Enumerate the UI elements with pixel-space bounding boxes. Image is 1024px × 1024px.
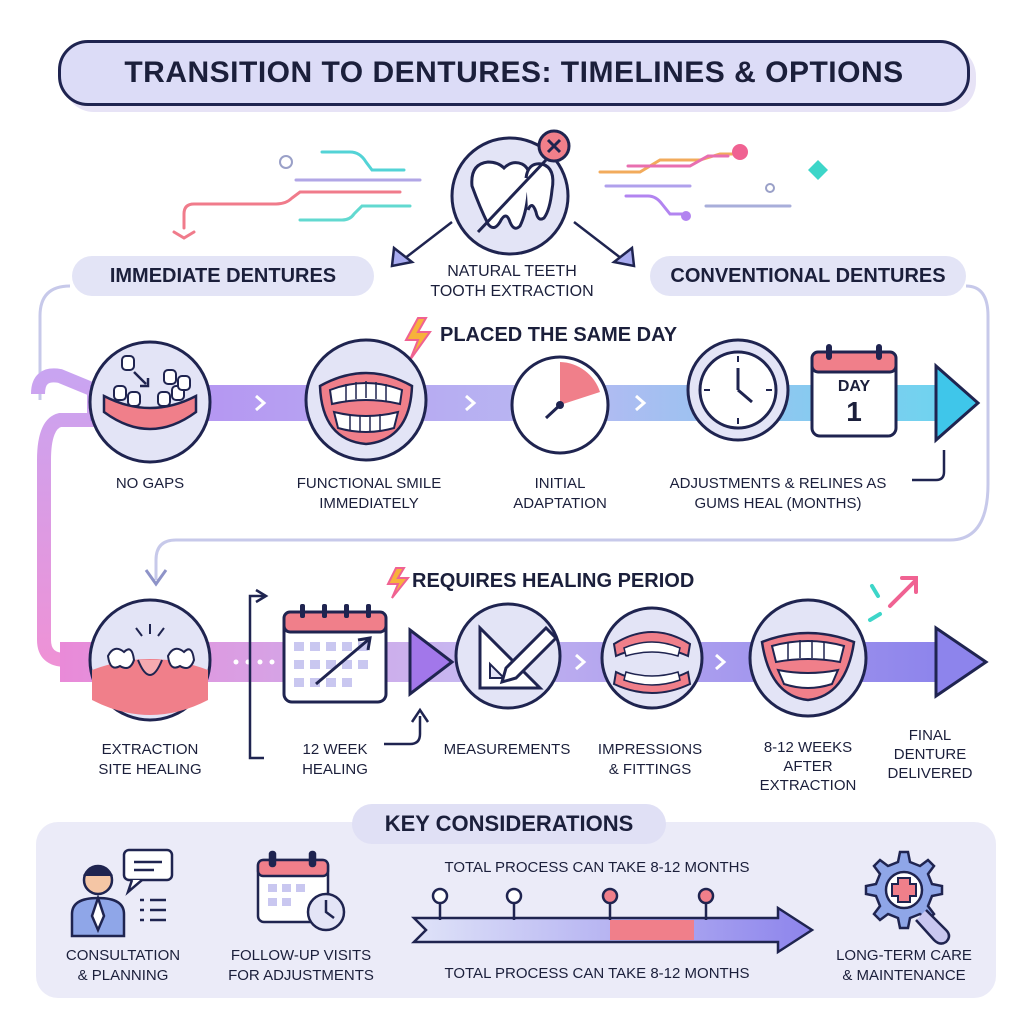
step-12-week-healing: 12 WEEK HEALING bbox=[280, 740, 390, 780]
no-gaps-dentures-icon bbox=[88, 340, 212, 464]
step-healing-line1: 12 WEEK bbox=[302, 741, 368, 758]
step-healing-line2: HEALING bbox=[302, 761, 368, 778]
bracket-arrowhead bbox=[255, 588, 269, 604]
functional-smile-icon bbox=[304, 338, 428, 462]
calendar-day-icon bbox=[810, 344, 898, 438]
decorative-lines bbox=[172, 144, 828, 240]
step-initial-adaptation: INITIAL ADAPTATION bbox=[490, 474, 630, 514]
follow-up-line1: FOLLOW-UP VISITS bbox=[230, 947, 372, 964]
calendar-month-text: DAY bbox=[837, 378, 871, 395]
healing-bracket-right bbox=[384, 716, 422, 746]
left-connector bbox=[38, 284, 71, 400]
step-final-line3: DELIVERED bbox=[887, 765, 973, 782]
final-smile-icon bbox=[748, 598, 868, 718]
lightning-icon bbox=[404, 317, 432, 361]
immediate-dentures-label: IMMEDIATE DENTURES bbox=[109, 264, 337, 287]
maintenance-line2: & MAINTENANCE bbox=[842, 967, 966, 984]
healing-bracket-left bbox=[248, 594, 266, 760]
step-extraction-site-healing: EXTRACTION SITE HEALING bbox=[80, 740, 220, 780]
band-chevrons-bottom bbox=[575, 653, 727, 671]
branch-arrows bbox=[390, 221, 636, 268]
step-adjustments-line1: ADJUSTMENTS & RELINES AS bbox=[669, 475, 887, 492]
step-weeks-line1: 8-12 WEEKS bbox=[763, 739, 853, 756]
maintenance-label: LONG-TERM CARE & MAINTENANCE bbox=[822, 946, 986, 986]
step-8-12-weeks: 8-12 WEEKS AFTER EXTRACTION bbox=[744, 738, 872, 795]
step-initial-adaptation-line2: ADAPTATION bbox=[513, 495, 607, 512]
step-no-gaps-text: NO GAPS bbox=[115, 475, 185, 492]
step-functional-smile-line2: IMMEDIATELY bbox=[319, 495, 419, 512]
step-final-line1: FINAL bbox=[908, 727, 952, 744]
immediate-timeline-arrowhead bbox=[934, 362, 981, 444]
timeline-top-label: TOTAL PROCESS CAN TAKE 8-12 MONTHS bbox=[444, 859, 750, 876]
bracket-arrowhead-up bbox=[410, 707, 430, 723]
key-considerations-title-text: KEY CONSIDERATIONS bbox=[384, 811, 634, 836]
step-weeks-line2: AFTER bbox=[783, 758, 833, 775]
healing-arrowhead bbox=[408, 626, 455, 698]
natural-teeth-label: NATURAL TEETH bbox=[447, 263, 577, 280]
maintenance-line1: LONG-TERM CARE bbox=[836, 947, 972, 964]
immediate-dentures-pill: IMMEDIATE DENTURES bbox=[72, 256, 374, 296]
adaptation-timer-icon bbox=[510, 355, 610, 455]
step-final-line2: DENTURE bbox=[893, 746, 967, 763]
follow-up-line2: FOR ADJUSTMENTS bbox=[228, 967, 374, 984]
page-title-text: TRANSITION TO DENTURES: TIMELINES & OPTI… bbox=[124, 56, 904, 89]
step-functional-smile-line1: FUNCTIONAL SMILE bbox=[296, 475, 442, 492]
center-label: NATURAL TEETH TOOTH EXTRACTION bbox=[412, 262, 612, 302]
measurements-icon bbox=[454, 602, 562, 710]
conventional-dentures-label: CONVENTIONAL DENTURES bbox=[670, 264, 946, 287]
follow-up-label: FOLLOW-UP VISITS FOR ADJUSTMENTS bbox=[212, 946, 390, 986]
natural-teeth-extraction-icon bbox=[450, 129, 571, 256]
step-extraction-line2: SITE HEALING bbox=[98, 761, 202, 778]
left-side-bar bbox=[31, 368, 101, 667]
conventional-dentures-pill: CONVENTIONAL DENTURES bbox=[650, 256, 966, 296]
conventional-timeline-arrowhead bbox=[934, 625, 989, 699]
step-initial-adaptation-line1: INITIAL bbox=[534, 475, 586, 492]
impressions-icon bbox=[600, 606, 704, 710]
step-measurements-text: MEASUREMENTS bbox=[443, 741, 571, 758]
immediate-to-conventional-connector bbox=[154, 284, 990, 580]
step-adjustments-line2: GUMS HEAL (MONTHS) bbox=[694, 495, 862, 512]
extraction-site-icon bbox=[88, 598, 212, 722]
step-measurements: MEASUREMENTS bbox=[432, 740, 582, 760]
step-final-denture: FINAL DENTURE DELIVERED bbox=[876, 726, 984, 783]
step-extraction-line1: EXTRACTION bbox=[101, 741, 199, 758]
consultation-line1: CONSULTATION bbox=[65, 947, 181, 964]
clock-icon bbox=[686, 338, 790, 442]
consultation-line2: & PLANNING bbox=[77, 967, 169, 984]
same-day-note: PLACED THE SAME DAY bbox=[440, 324, 678, 346]
healing-calendar-icon bbox=[282, 604, 388, 704]
lightning-icon-2 bbox=[386, 567, 411, 599]
relines-bracket bbox=[912, 450, 946, 482]
healing-period-note: REQUIRES HEALING PERIOD bbox=[412, 570, 695, 592]
consultation-label: CONSULTATION & PLANNING bbox=[48, 946, 198, 986]
connector-arrowhead bbox=[144, 569, 168, 587]
band-chevrons-top bbox=[255, 394, 647, 412]
step-impressions-fittings: IMPRESSIONS & FITTINGS bbox=[588, 740, 712, 780]
page-title: TRANSITION TO DENTURES: TIMELINES & OPTI… bbox=[58, 40, 970, 106]
sparkle-arrow-icon bbox=[868, 576, 918, 622]
step-weeks-line3: EXTRACTION bbox=[759, 777, 857, 794]
step-impressions-line1: IMPRESSIONS bbox=[597, 741, 703, 758]
timeline-bottom-label: TOTAL PROCESS CAN TAKE 8-12 MONTHS bbox=[444, 965, 750, 982]
key-considerations-title: KEY CONSIDERATIONS bbox=[352, 804, 666, 844]
step-impressions-line2: & FITTINGS bbox=[608, 761, 692, 778]
step-functional-smile: FUNCTIONAL SMILE IMMEDIATELY bbox=[276, 474, 462, 514]
calendar-day-text: 1 bbox=[846, 396, 862, 427]
step-adjustments-relines: ADJUSTMENTS & RELINES AS GUMS HEAL (MONT… bbox=[640, 474, 916, 514]
tooth-extraction-label: TOOTH EXTRACTION bbox=[430, 283, 594, 300]
step-no-gaps: NO GAPS bbox=[90, 474, 210, 494]
